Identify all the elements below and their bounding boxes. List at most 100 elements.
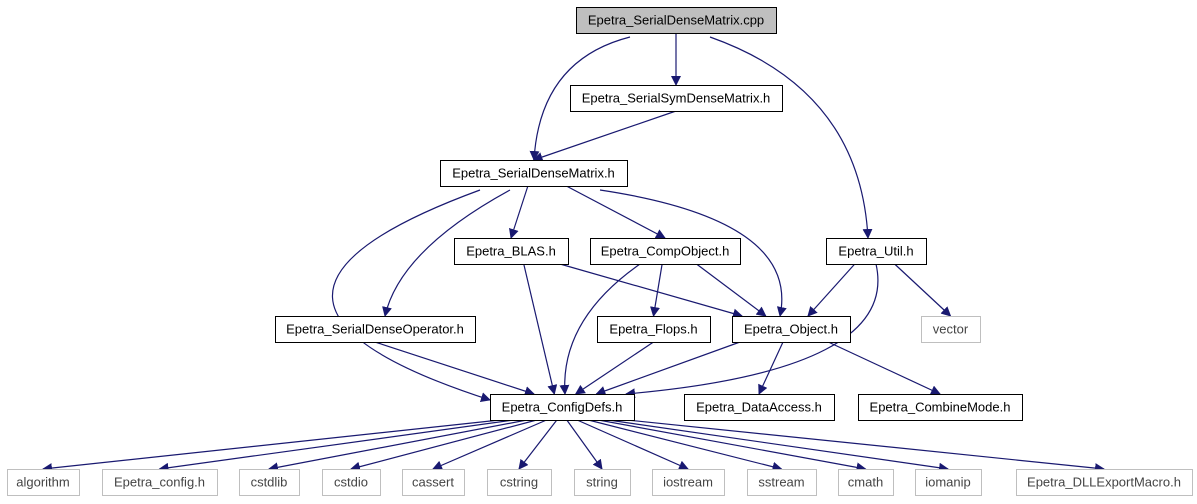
node-string: string [574,469,631,496]
edge-epetra-configdefs-to-iomanip [608,419,949,473]
edge-epetra-configdefs-to-epetra-config [158,419,514,473]
edge-epetra-serialdenseoperator-to-epetra-configdefs [374,341,535,396]
node-label: Epetra_SerialDenseOperator.h [286,322,464,337]
node-epetra-dllexportmacro: Epetra_DLLExportMacro.h [1016,469,1193,496]
edge-epetra-serialdensematrix-to-epetra-serialdensematrix [529,36,631,161]
node-epetra-configdefs[interactable]: Epetra_ConfigDefs.h [490,394,635,421]
edge-epetra-configdefs-to-cmath [598,419,867,473]
node-label: cmath [848,475,883,490]
node-box [7,469,80,496]
edge-epetra-util-to-epetra-configdefs [625,263,879,399]
node-label: Epetra_Flops.h [609,322,697,337]
edge-epetra-compobject-to-epetra-configdefs [559,263,641,395]
node-cstring: cstring [487,469,552,496]
edge-epetra-util-to-vector [894,263,952,317]
edge-epetra-serialdensematrix-to-epetra-blas [509,185,529,239]
node-cmath: cmath [838,469,894,496]
node-label: Epetra_SerialDenseMatrix.h [452,166,615,181]
node-label: Epetra_Object.h [744,322,838,337]
node-label: cstdio [334,475,368,490]
node-epetra-dataaccess[interactable]: Epetra_DataAccess.h [684,394,835,421]
node-label: Epetra_SerialSymDenseMatrix.h [582,91,771,106]
node-box [275,316,476,343]
node-box [838,469,894,496]
node-cstdio: cstdio [322,469,381,496]
node-sstream: sstream [747,469,817,496]
node-cstdlib: cstdlib [239,469,300,496]
node-label: Epetra_ConfigDefs.h [502,400,623,415]
node-label: iostream [663,475,713,490]
node-label: Epetra_CombineMode.h [870,400,1011,415]
node-label: Epetra_BLAS.h [466,244,556,259]
node-box [921,316,981,343]
edge-epetra-serialdensematrix-to-epetra-serialdenseoperator [382,189,511,317]
edge-epetra-util-to-epetra-object [807,263,856,317]
node-box [915,469,982,496]
node-vector: vector [921,316,981,343]
node-algorithm: algorithm [7,469,80,496]
node-box [590,238,741,265]
node-epetra-combinemode[interactable]: Epetra_CombineMode.h [858,394,1023,421]
node-label: Epetra_SerialDenseMatrix.cpp [588,13,764,28]
node-label: cstdlib [251,475,288,490]
node-epetra-serialdenseoperator[interactable]: Epetra_SerialDenseOperator.h [275,316,476,343]
edge-epetra-configdefs-to-epetra-dllexportmacro [626,419,1105,474]
edge-epetra-serialdensematrix-to-epetra-compobject [566,185,666,239]
node-label: cassert [412,475,454,490]
node-box [597,316,711,343]
node-box [102,469,218,496]
edge-epetra-configdefs-to-sstream [588,419,783,472]
edge-epetra-configdefs-to-cassert [432,419,547,471]
node-box [574,469,631,496]
edge-epetra-serialdensematrix-to-epetra-configdefs [331,189,491,402]
node-box [570,85,783,112]
node-box [239,469,300,496]
edge-epetra-compobject-to-epetra-flops [650,263,663,317]
edge-epetra-compobject-to-epetra-object [696,263,767,317]
nodes-layer: Epetra_SerialDenseMatrix.cppEpetra_Seria… [7,7,1193,496]
edge-epetra-serialsymdensematrix-to-epetra-serialdensematrix [532,110,677,162]
node-label: Epetra_CompObject.h [601,244,730,259]
node-epetra-flops[interactable]: Epetra_Flops.h [597,316,711,343]
node-box [858,394,1023,421]
edge-epetra-object-to-epetra-configdefs [595,341,741,396]
node-epetra-compobject[interactable]: Epetra_CompObject.h [590,238,741,265]
node-label: iomanip [925,475,971,490]
edge-epetra-serialdensematrix-to-epetra-object [599,189,787,317]
node-label: Epetra_config.h [114,475,205,490]
node-cassert: cassert [402,469,465,496]
node-box [826,238,927,265]
node-label: Epetra_DataAccess.h [696,400,822,415]
node-iostream: iostream [652,469,725,496]
edge-epetra-configdefs-to-cstring [518,419,558,470]
node-label: algorithm [16,475,69,490]
node-box [487,469,552,496]
node-box [684,394,835,421]
node-epetra-object[interactable]: Epetra_Object.h [732,316,851,343]
node-label: Epetra_DLLExportMacro.h [1027,475,1181,490]
node-box [576,7,777,34]
node-epetra-serialdensematrix[interactable]: Epetra_SerialDenseMatrix.cpp [576,7,777,34]
edge-epetra-flops-to-epetra-configdefs [574,341,654,395]
node-epetra-config: Epetra_config.h [102,469,218,496]
edge-epetra-configdefs-to-algorithm [42,419,500,474]
node-epetra-blas[interactable]: Epetra_BLAS.h [454,238,569,265]
node-label: Epetra_Util.h [838,244,913,259]
edge-epetra-configdefs-to-iostream [576,419,689,470]
node-box [454,238,569,265]
node-box [490,394,635,421]
node-epetra-serialdensematrix[interactable]: Epetra_SerialDenseMatrix.h [440,160,628,187]
node-box [322,469,381,496]
node-epetra-util[interactable]: Epetra_Util.h [826,238,927,265]
node-box [652,469,725,496]
node-epetra-serialsymdensematrix[interactable]: Epetra_SerialSymDenseMatrix.h [570,85,783,112]
node-box [732,316,851,343]
edge-epetra-configdefs-to-string [566,419,603,470]
edges-layer [42,33,1105,474]
node-box [747,469,817,496]
edge-epetra-blas-to-epetra-configdefs [523,263,558,395]
edge-epetra-object-to-epetra-combinemode [827,341,941,395]
edge-epetra-serialdensematrix-to-epetra-util [709,36,873,239]
node-box [440,160,628,187]
